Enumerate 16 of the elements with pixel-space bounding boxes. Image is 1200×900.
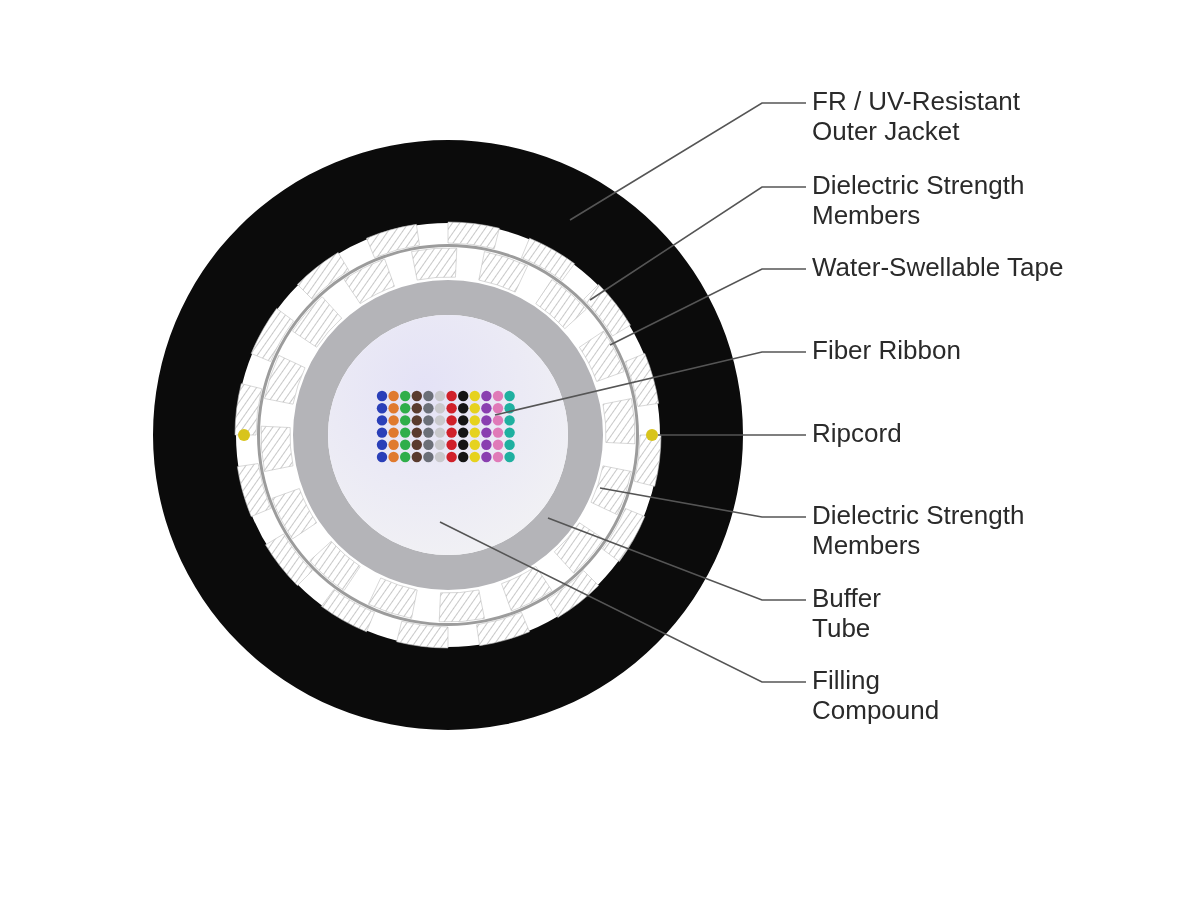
leader-line [657, 434, 807, 436]
part-label: FR / UV-Resistant Outer Jacket [812, 86, 1072, 146]
part-label: Buffer Tube [812, 583, 932, 643]
leader-line [569, 102, 807, 221]
part-label: Ripcord [812, 418, 1072, 448]
part-label: Fiber Ribbon [812, 335, 1072, 365]
leader-line [439, 521, 807, 683]
part-label: Water-Swellable Tape [812, 252, 1072, 282]
part-label: Dielectric Strength Members [812, 500, 1072, 560]
leader-line [599, 487, 807, 518]
leader-line [547, 517, 807, 601]
leader-line [589, 186, 807, 301]
leader-line [494, 351, 807, 416]
leader-line [609, 268, 807, 346]
part-label: Filling Compound [812, 665, 992, 725]
part-label: Dielectric Strength Members [812, 170, 1072, 230]
